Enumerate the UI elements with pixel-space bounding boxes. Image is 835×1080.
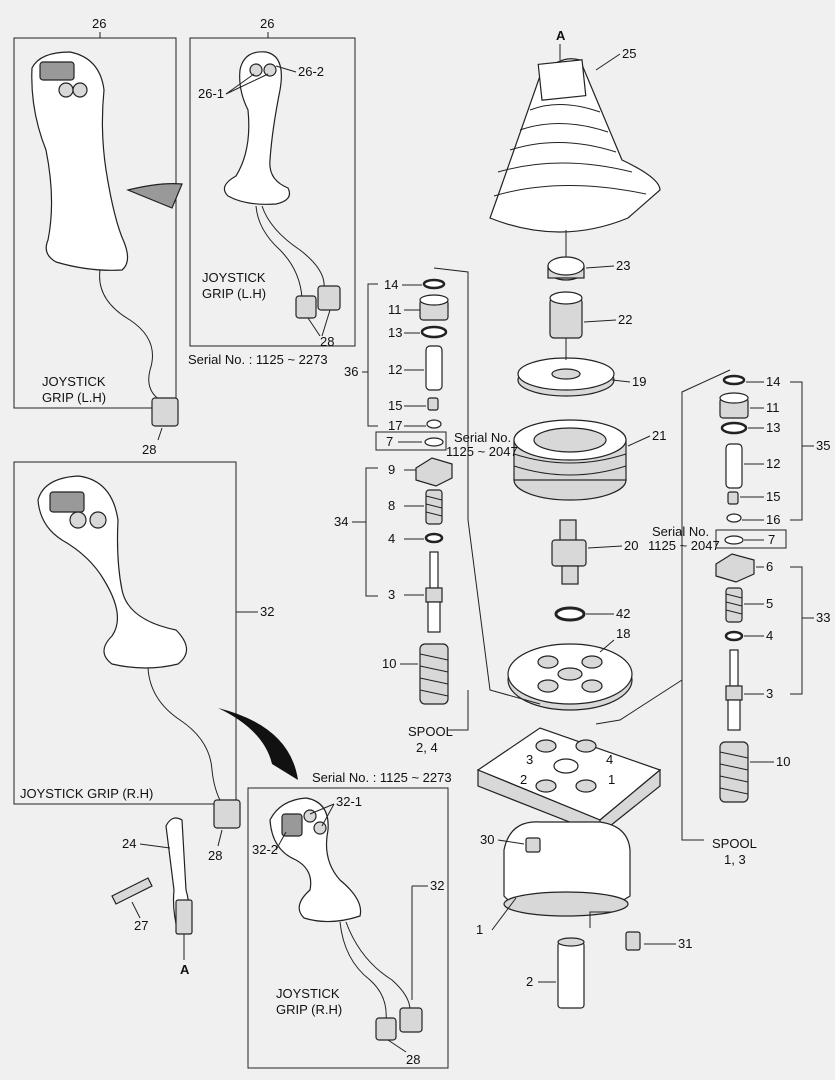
joystick-grip-rh-box: Serial No. : 1125 ~ 2273 32-1 32-2 32 JO… bbox=[247, 770, 452, 1069]
right-label-4: 4 bbox=[766, 628, 773, 643]
left-label-13: 13 bbox=[388, 325, 402, 340]
label-28-b: 28 bbox=[320, 334, 334, 349]
left-serial-2: 1125 ~ 2047 bbox=[446, 444, 518, 459]
label-27: 27 bbox=[134, 918, 148, 933]
right-label-13: 13 bbox=[766, 420, 780, 435]
label-31: 31 bbox=[678, 936, 692, 951]
left-label-15: 15 bbox=[388, 398, 402, 413]
label-24: 24 bbox=[122, 836, 136, 851]
left-label-12: 12 bbox=[388, 362, 402, 377]
right-serial-1: Serial No. bbox=[652, 524, 709, 539]
label-32-a: 32 bbox=[260, 604, 274, 619]
label-21: 21 bbox=[652, 428, 666, 443]
base-label-3: 3 bbox=[526, 752, 533, 767]
base-label-1: 1 bbox=[608, 772, 615, 787]
joystick-grip-rh-panel: 32 JOYSTICK GRIP (R.H) 28 bbox=[13, 461, 298, 863]
right-label-11: 11 bbox=[766, 400, 780, 415]
center-lower-parts: 20 42 18 3 2 4 1 30 1 31 bbox=[476, 519, 692, 1009]
left-label-9: 9 bbox=[388, 462, 395, 477]
right-label-14: 14 bbox=[766, 374, 780, 389]
right-label-16: 16 bbox=[766, 512, 780, 527]
right-label-3: 3 bbox=[766, 686, 773, 701]
label-23: 23 bbox=[616, 258, 630, 273]
label-28-d: 28 bbox=[406, 1052, 420, 1067]
right-label-7: 7 bbox=[768, 532, 775, 547]
label-2: 2 bbox=[526, 974, 533, 989]
right-label-10: 10 bbox=[776, 754, 790, 769]
left-label-14: 14 bbox=[384, 277, 398, 292]
left-label-36: 36 bbox=[344, 364, 358, 379]
center-upper-parts: 23 22 19 21 bbox=[513, 256, 666, 501]
caption-jg-lh-box-1: JOYSTICK bbox=[202, 270, 266, 285]
label-a-top: A bbox=[556, 28, 566, 43]
spool-left-1: SPOOL bbox=[408, 724, 453, 739]
label-19: 19 bbox=[632, 374, 646, 389]
right-label-35: 35 bbox=[816, 438, 830, 453]
right-label-12: 12 bbox=[766, 456, 780, 471]
caption-serial-top: Serial No. : 1125 ~ 2273 bbox=[188, 352, 328, 367]
label-42: 42 bbox=[616, 606, 630, 621]
label-22: 22 bbox=[618, 312, 632, 327]
caption-jg-lh-box-2: GRIP (L.H) bbox=[202, 286, 266, 301]
caption-jg-lh-1: JOYSTICK bbox=[42, 374, 106, 389]
spool-right-2: 1, 3 bbox=[724, 852, 746, 867]
base-label-4: 4 bbox=[606, 752, 613, 767]
left-label-17: 17 bbox=[388, 418, 402, 433]
label-32-2: 32-2 bbox=[252, 842, 278, 857]
label-20: 20 bbox=[624, 538, 638, 553]
spool-right-column: 14 11 13 12 15 16 35 Serial No. 1125 ~ 2… bbox=[595, 369, 830, 867]
label-a-bottom: A bbox=[180, 962, 190, 977]
caption-serial-mid: Serial No. : 1125 ~ 2273 bbox=[312, 770, 452, 785]
caption-jg-lh-2: GRIP (L.H) bbox=[42, 390, 106, 405]
spool-left-column: 14 11 13 12 15 17 36 7 Serial No. 1125 ~… bbox=[334, 267, 541, 755]
label-26-1: 26-1 bbox=[198, 86, 224, 101]
base-label-2: 2 bbox=[520, 772, 527, 787]
spool-left-2: 2, 4 bbox=[416, 740, 438, 755]
lever-assembly: 24 27 A bbox=[111, 817, 193, 977]
right-label-33: 33 bbox=[816, 610, 830, 625]
right-serial-2: 1125 ~ 2047 bbox=[648, 538, 720, 553]
joystick-grip-lh-panel: 26 JOYSTICK GRIP (L.H) 28 bbox=[13, 16, 183, 457]
right-label-5: 5 bbox=[766, 596, 773, 611]
boot-assembly: A 25 bbox=[489, 28, 661, 262]
left-label-4: 4 bbox=[388, 531, 395, 546]
spool-right-1: SPOOL bbox=[712, 836, 757, 851]
label-32-b: 32 bbox=[430, 878, 444, 893]
left-label-10: 10 bbox=[382, 656, 396, 671]
label-32-1: 32-1 bbox=[336, 794, 362, 809]
label-28-c: 28 bbox=[208, 848, 222, 863]
left-label-34: 34 bbox=[334, 514, 348, 529]
right-label-15: 15 bbox=[766, 489, 780, 504]
joystick-grip-lh-box: 26 26-1 26-2 JOYSTICK GRIP (L.H) 28 Seri… bbox=[188, 16, 356, 367]
label-18: 18 bbox=[616, 626, 630, 641]
label-1: 1 bbox=[476, 922, 483, 937]
caption-jg-rh-box-2: GRIP (R.H) bbox=[276, 1002, 342, 1017]
right-label-6: 6 bbox=[766, 559, 773, 574]
left-label-3: 3 bbox=[388, 587, 395, 602]
left-label-11: 11 bbox=[388, 302, 402, 317]
left-serial-1: Serial No. bbox=[454, 430, 511, 445]
caption-jg-rh-box-1: JOYSTICK bbox=[276, 986, 340, 1001]
label-26-2: 26-2 bbox=[298, 64, 324, 79]
label-28-a: 28 bbox=[142, 442, 156, 457]
caption-jg-rh: JOYSTICK GRIP (R.H) bbox=[20, 786, 153, 801]
label-26-b: 26 bbox=[260, 16, 274, 31]
label-30: 30 bbox=[480, 832, 494, 847]
left-label-8: 8 bbox=[388, 498, 395, 513]
label-25: 25 bbox=[622, 46, 636, 61]
label-26-a: 26 bbox=[92, 16, 106, 31]
left-label-7: 7 bbox=[386, 434, 393, 449]
